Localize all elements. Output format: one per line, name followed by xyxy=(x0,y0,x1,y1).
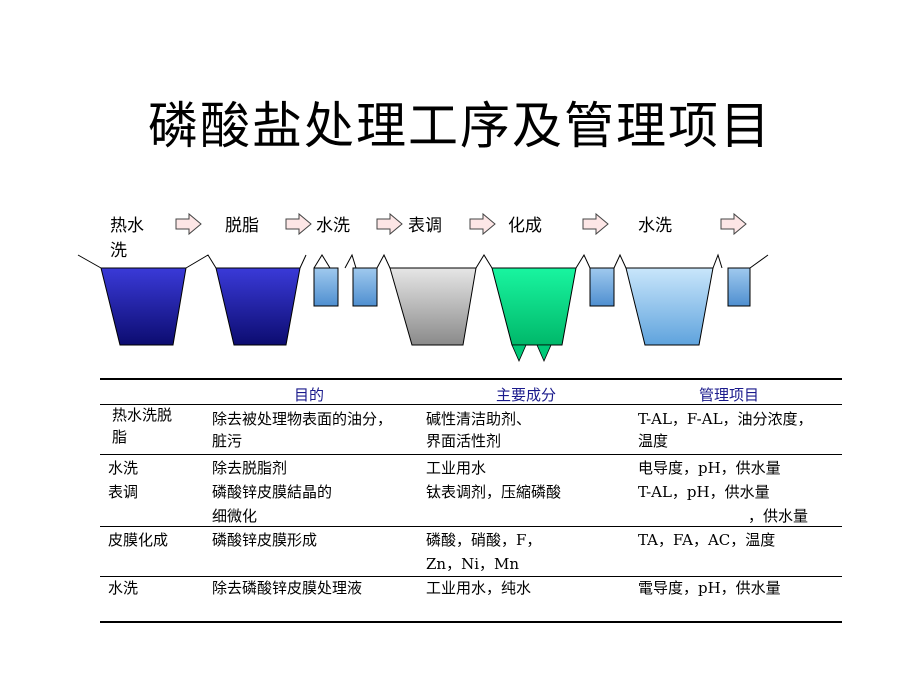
step-label-hot-wash: 热水 xyxy=(110,216,144,236)
table-rule-header xyxy=(100,404,842,405)
row1-step: 热水洗脱脂 xyxy=(112,406,173,446)
tank-conversion-drain-2 xyxy=(536,344,552,362)
row1-components: 碱性清洁助剂、界面活性剂 xyxy=(426,410,532,450)
row1-purpose: 除去被处理物表面的油分，脏污 xyxy=(212,410,393,450)
flow-arrow-icon xyxy=(285,212,312,236)
flow-arrow-icon xyxy=(376,212,403,236)
row4-step: 水洗 xyxy=(108,579,139,597)
row4-management: 電导度，pH，供水量 xyxy=(638,579,781,597)
row4-purpose: 除去磷酸锌皮膜处理液 xyxy=(212,579,363,597)
step-label-final-rinse: 水洗 xyxy=(638,216,672,236)
tank-degrease xyxy=(215,267,301,346)
table-rule-bottom xyxy=(100,621,842,623)
page-title: 磷酸盐处理工序及管理项目 xyxy=(148,97,772,155)
header-management: 管理项目 xyxy=(699,386,760,404)
table-rule-row3 xyxy=(100,576,842,577)
tank-conversion-drain-1 xyxy=(511,344,527,362)
table-rule-row1 xyxy=(100,454,842,455)
step-label-hot-wash-2: 洗 xyxy=(110,241,127,261)
step-label-surface-adjust: 表调 xyxy=(408,216,442,236)
row1-management: T-AL，F-AL，油分浓度，温度 xyxy=(638,410,813,450)
tank-conversion xyxy=(491,267,577,346)
tank-hot-wash xyxy=(100,267,187,346)
tank-surface-adjust xyxy=(389,267,477,346)
step-label-rinse: 水洗 xyxy=(316,216,350,236)
row2-step: 水洗表调 xyxy=(108,459,139,501)
row2-purpose: 除去脱脂剂磷酸锌皮膜結晶的细微化 xyxy=(212,459,333,525)
process-flow-diagram: 热水 洗 脱脂 水洗 表调 化成 水洗 xyxy=(77,212,769,362)
flow-arrow-icon xyxy=(582,212,609,236)
step-label-conversion: 化成 xyxy=(508,216,542,236)
row3-management: TA，FA，AC，温度 xyxy=(638,531,776,549)
tank-rinse-3 xyxy=(589,267,615,307)
conveyor-line xyxy=(77,253,769,269)
row3-components: 磷酸，硝酸，F，Zn，Ni，Mn xyxy=(426,531,542,573)
table-rule-row2 xyxy=(100,526,842,527)
header-components: 主要成分 xyxy=(496,386,557,404)
flow-arrow-icon xyxy=(175,212,202,236)
tank-rinse-1 xyxy=(313,267,339,307)
step-label-degrease: 脱脂 xyxy=(225,216,259,236)
row3-purpose: 磷酸锌皮膜形成 xyxy=(212,531,318,549)
header-purpose: 目的 xyxy=(294,386,325,404)
row4-components: 工业用水，纯水 xyxy=(426,579,532,597)
tank-rinse-2 xyxy=(352,267,378,307)
flow-arrow-icon xyxy=(720,212,747,236)
tank-rinse-4 xyxy=(727,267,751,307)
flow-arrow-icon xyxy=(469,212,496,236)
row2-components: 工业用水钛表调剂，压縮磷酸 xyxy=(426,459,562,501)
tank-final-rinse xyxy=(625,267,714,346)
table-rule-top xyxy=(100,378,842,380)
row3-step: 皮膜化成 xyxy=(108,531,169,549)
